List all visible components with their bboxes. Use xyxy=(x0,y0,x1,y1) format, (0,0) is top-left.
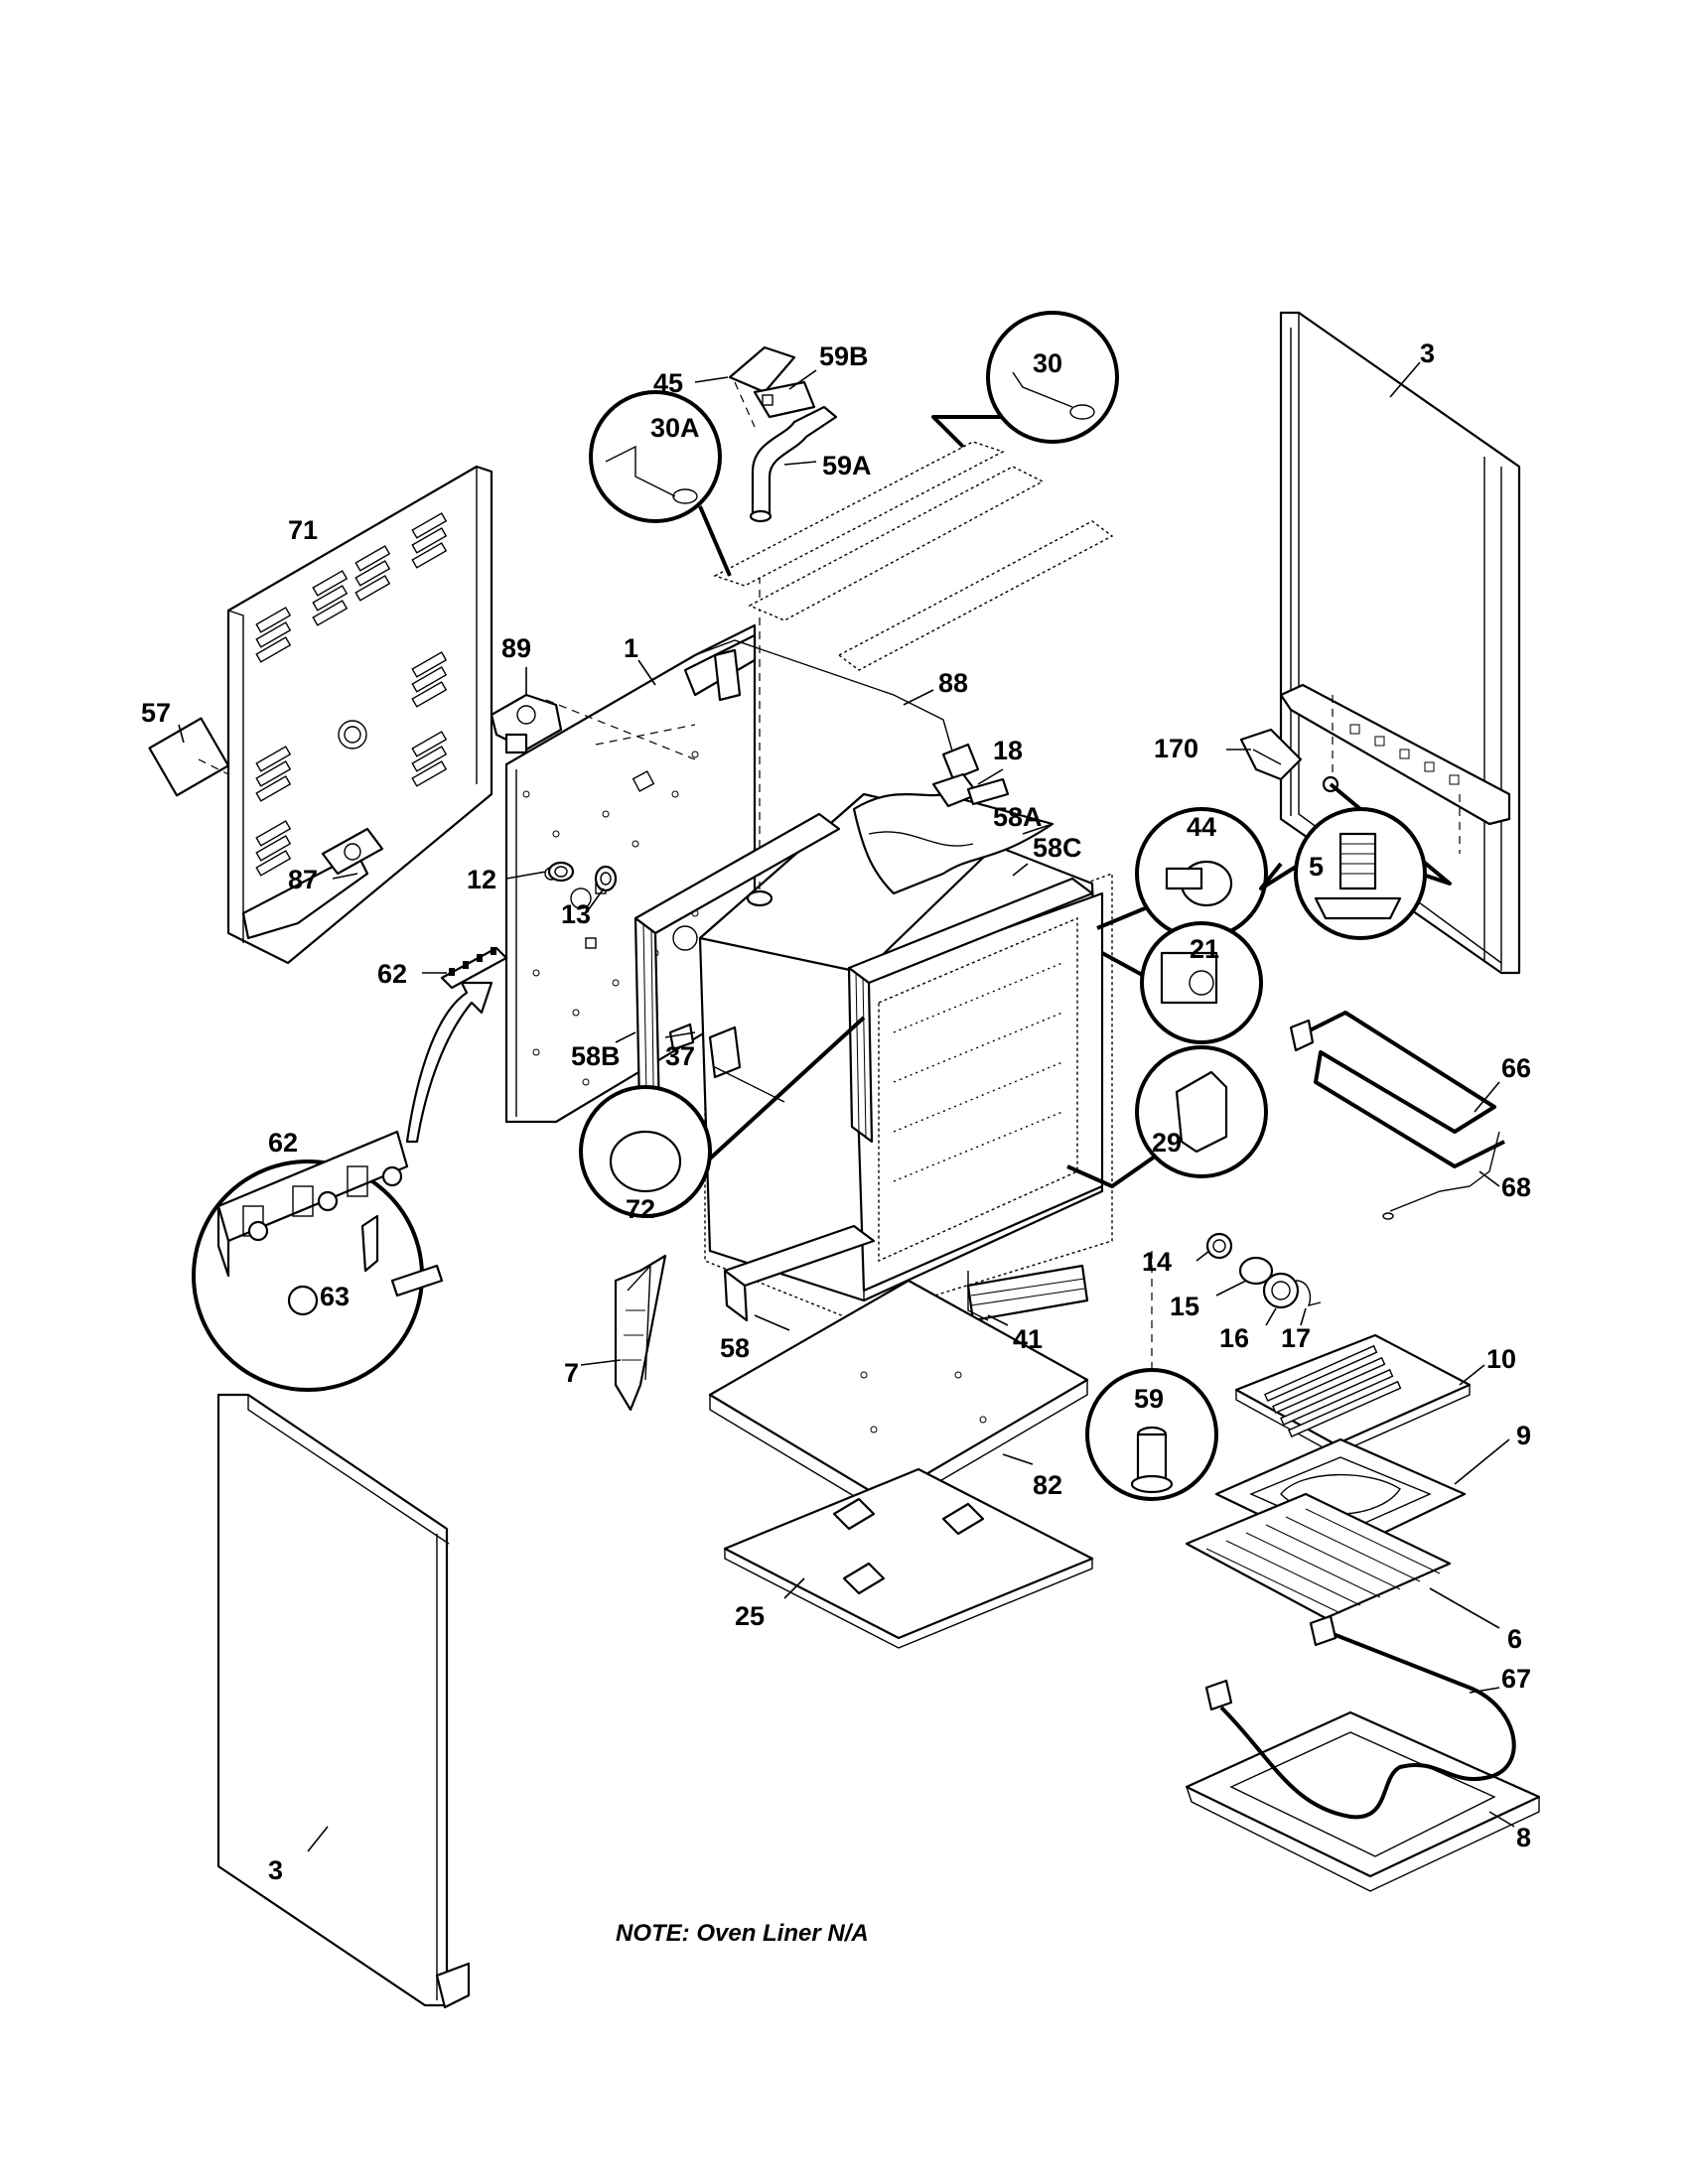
rear-panel-vents xyxy=(255,512,448,877)
label-6[interactable]: 6 xyxy=(1507,1624,1522,1654)
rear-wall-panel[interactable] xyxy=(148,465,493,965)
receptacle-12[interactable] xyxy=(547,861,575,883)
label-9[interactable]: 9 xyxy=(1516,1421,1531,1450)
label-15[interactable]: 15 xyxy=(1170,1292,1199,1321)
label-59[interactable]: 59 xyxy=(1134,1384,1164,1414)
label-63[interactable]: 63 xyxy=(320,1282,350,1311)
top-rails xyxy=(713,441,1114,671)
label-67[interactable]: 67 xyxy=(1501,1664,1531,1694)
broil-element-66[interactable] xyxy=(1289,1011,1505,1168)
label-88[interactable]: 88 xyxy=(938,668,968,698)
terminal-block-62[interactable] xyxy=(440,946,508,990)
label-87[interactable]: 87 xyxy=(288,865,318,894)
nut-13[interactable] xyxy=(594,865,618,892)
wire-88[interactable] xyxy=(694,639,980,781)
label-82[interactable]: 82 xyxy=(1033,1470,1062,1500)
light-socket-14[interactable] xyxy=(1205,1232,1233,1260)
callout-72[interactable] xyxy=(579,1016,866,1218)
label-62[interactable]: 62 xyxy=(377,959,407,989)
vent-bracket-45[interactable] xyxy=(728,345,796,428)
label-17[interactable]: 17 xyxy=(1281,1323,1311,1353)
label-44[interactable]: 44 xyxy=(1187,812,1216,842)
label-59b[interactable]: 59B xyxy=(819,341,869,371)
label-57[interactable]: 57 xyxy=(141,698,171,728)
callout-30[interactable] xyxy=(931,311,1119,449)
label-45[interactable]: 45 xyxy=(653,368,683,398)
vent-bracket-59b[interactable] xyxy=(753,380,816,419)
label-10[interactable]: 10 xyxy=(1486,1344,1516,1374)
label-62-detail[interactable]: 62 xyxy=(268,1128,298,1158)
label-1[interactable]: 1 xyxy=(624,633,638,663)
label-12[interactable]: 12 xyxy=(467,865,496,894)
bake-element-67[interactable] xyxy=(1204,1614,1516,1820)
label-41[interactable]: 41 xyxy=(1013,1324,1043,1354)
label-13[interactable]: 13 xyxy=(561,899,591,929)
label-72[interactable]: 72 xyxy=(626,1194,655,1224)
vent-tube-59a[interactable] xyxy=(749,405,838,523)
floor-panel-25[interactable] xyxy=(723,1467,1094,1649)
label-30a[interactable]: 30A xyxy=(650,413,700,443)
label-170[interactable]: 170 xyxy=(1154,734,1198,763)
sensor-37[interactable] xyxy=(668,1023,785,1103)
back-frame[interactable] xyxy=(504,623,757,1124)
callout-62[interactable] xyxy=(192,981,493,1392)
right-side-panel[interactable] xyxy=(1279,311,1521,975)
element-support-68[interactable] xyxy=(1382,1131,1500,1220)
label-25[interactable]: 25 xyxy=(735,1601,765,1631)
label-18[interactable]: 18 xyxy=(993,736,1023,765)
left-side-panel[interactable] xyxy=(216,1393,471,2009)
label-58a[interactable]: 58A xyxy=(993,802,1043,832)
label-68[interactable]: 68 xyxy=(1501,1172,1531,1202)
light-bulb-15[interactable] xyxy=(1238,1256,1274,1286)
label-29[interactable]: 29 xyxy=(1152,1128,1182,1158)
broil-pan-insert-10[interactable] xyxy=(1234,1333,1472,1455)
part-labels: 45 59B 30 30A 59A 3 71 89 1 88 57 170 18… xyxy=(141,339,1531,1947)
oven-liner-note: NOTE: Oven Liner N/A xyxy=(616,1920,869,1947)
label-3-right[interactable]: 3 xyxy=(1420,339,1435,368)
light-clip-17[interactable] xyxy=(1295,1280,1322,1307)
label-66[interactable]: 66 xyxy=(1501,1053,1531,1083)
label-58b[interactable]: 58B xyxy=(571,1041,621,1071)
bracket-41[interactable] xyxy=(967,1271,989,1321)
label-71[interactable]: 71 xyxy=(288,515,318,545)
label-5[interactable]: 5 xyxy=(1309,852,1324,882)
oven-rack-6[interactable] xyxy=(1185,1492,1452,1620)
door-latch-89[interactable] xyxy=(490,693,563,754)
callout-59[interactable] xyxy=(1085,1368,1218,1501)
switch-18[interactable] xyxy=(931,772,1010,808)
label-16[interactable]: 16 xyxy=(1219,1323,1249,1353)
label-58c[interactable]: 58C xyxy=(1033,833,1082,863)
insulation-58a[interactable] xyxy=(852,792,1055,895)
label-7[interactable]: 7 xyxy=(564,1358,579,1388)
label-89[interactable]: 89 xyxy=(501,633,531,663)
label-3-left[interactable]: 3 xyxy=(268,1855,283,1885)
leader-lines xyxy=(178,361,1515,1852)
oven-bottom-8[interactable] xyxy=(1185,1710,1541,1892)
leveler-bracket-170[interactable] xyxy=(1239,728,1303,781)
label-30[interactable]: 30 xyxy=(1033,348,1062,378)
callout-5[interactable] xyxy=(1259,782,1452,940)
label-14[interactable]: 14 xyxy=(1142,1247,1172,1277)
callout-44[interactable] xyxy=(1096,807,1268,940)
label-8[interactable]: 8 xyxy=(1516,1823,1531,1852)
light-lens-16[interactable] xyxy=(1262,1272,1300,1309)
label-58[interactable]: 58 xyxy=(720,1333,750,1363)
callout-29[interactable] xyxy=(1066,1045,1268,1188)
label-59a[interactable]: 59A xyxy=(822,451,872,480)
hinge-7[interactable] xyxy=(614,1254,667,1412)
label-37[interactable]: 37 xyxy=(665,1041,695,1071)
insulation-58c[interactable] xyxy=(847,877,1094,1144)
label-21[interactable]: 21 xyxy=(1190,934,1219,964)
callout-30a[interactable] xyxy=(589,390,732,577)
insulation-58[interactable] xyxy=(723,1224,1089,1322)
callout-21[interactable] xyxy=(1101,921,1263,1044)
